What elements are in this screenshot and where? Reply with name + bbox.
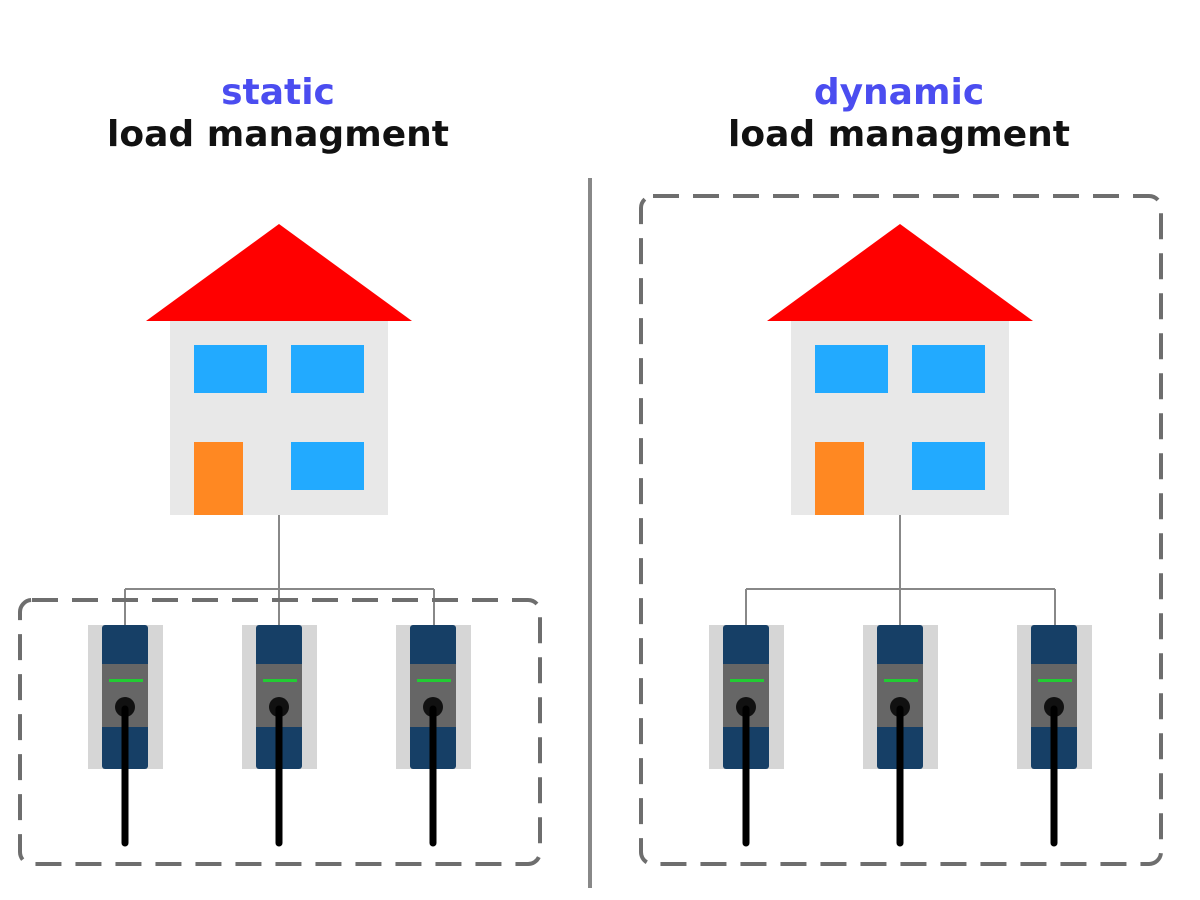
house-window xyxy=(912,442,985,490)
status-light-icon xyxy=(730,679,764,682)
status-light-icon xyxy=(417,679,451,682)
house-roof xyxy=(146,224,412,321)
static-heading-accent: static xyxy=(221,72,335,113)
load-boundary xyxy=(18,598,542,866)
charger xyxy=(88,625,163,847)
house-window xyxy=(291,345,364,393)
dynamic-panel: dynamic load managment xyxy=(639,72,1163,866)
house-roof xyxy=(767,224,1033,321)
house-window xyxy=(194,345,267,393)
dynamic-heading-title: load managment xyxy=(728,114,1070,155)
house-window xyxy=(912,345,985,393)
status-light-icon xyxy=(109,679,143,682)
status-light-icon xyxy=(1038,679,1072,682)
static-heading-title: load managment xyxy=(107,114,449,155)
power-wiring xyxy=(745,515,1056,625)
charger xyxy=(709,625,784,847)
static-panel: static load managment xyxy=(18,72,542,866)
house-window xyxy=(815,345,888,393)
house-door xyxy=(194,442,243,515)
house xyxy=(767,224,1033,515)
charger xyxy=(242,625,317,847)
house-window xyxy=(291,442,364,490)
charger xyxy=(396,625,471,847)
charger xyxy=(863,625,938,847)
power-wiring xyxy=(124,515,435,625)
status-light-icon xyxy=(884,679,918,682)
house xyxy=(146,224,412,515)
dynamic-heading-accent: dynamic xyxy=(814,72,984,113)
status-light-icon xyxy=(263,679,297,682)
load-boundary xyxy=(639,194,1163,866)
house-door xyxy=(815,442,864,515)
charger xyxy=(1017,625,1092,847)
